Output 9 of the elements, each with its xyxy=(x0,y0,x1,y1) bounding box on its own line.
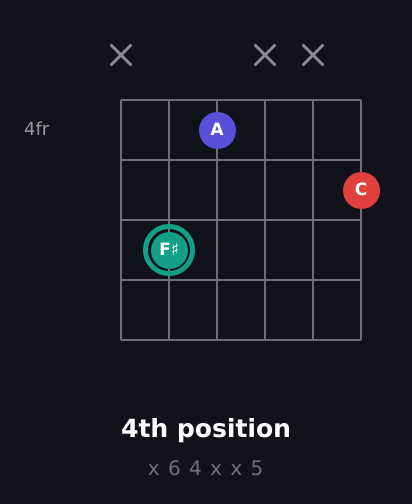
note-dot xyxy=(198,112,236,148)
note-name: A xyxy=(210,120,224,140)
note-name: F♯ xyxy=(159,240,179,260)
root-note-dot xyxy=(143,224,195,276)
note-name: C xyxy=(354,180,368,200)
fret-number: 4fr xyxy=(24,119,50,141)
note-dot xyxy=(342,172,380,208)
fingering-caption: x 6 4 x x 5 xyxy=(148,456,264,480)
chord-title: 4th position xyxy=(121,414,291,443)
